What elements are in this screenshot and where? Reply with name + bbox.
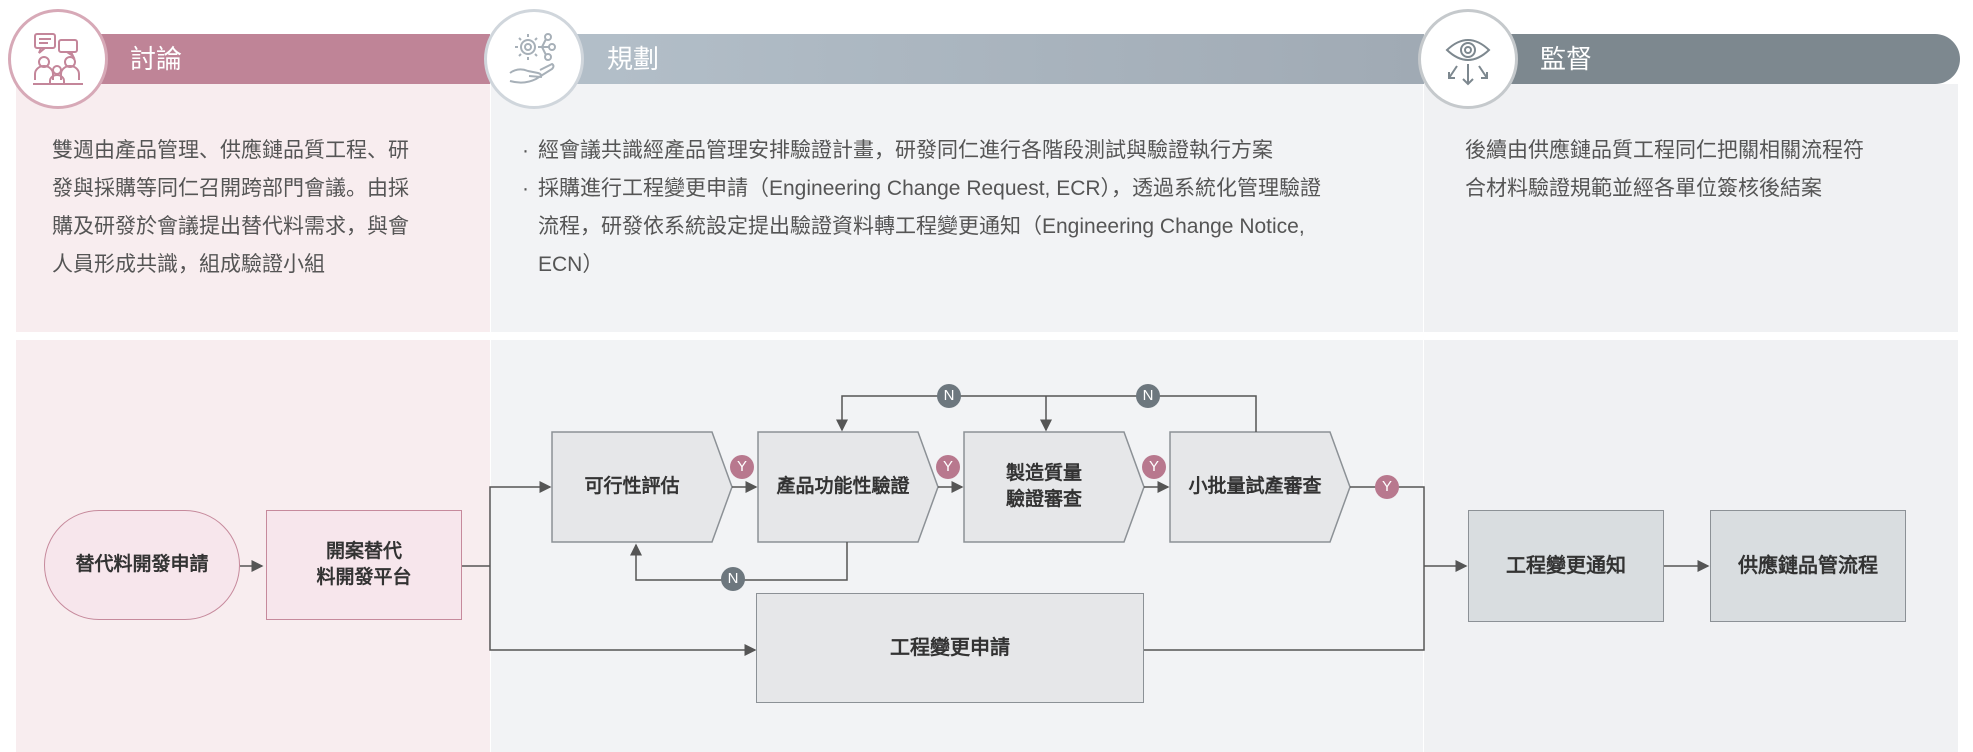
plan-header-band (520, 34, 1424, 84)
yes-badge-1: Y (730, 455, 754, 479)
plan-bullet-1: 經會議共識經產品管理安排驗證計畫，研發同仁進行各階段測試與驗證執行方案 (522, 132, 1422, 170)
ecn-node: 工程變更通知 (1468, 510, 1664, 622)
discuss-line-4: 人員形成共識，組成驗證小組 (52, 253, 325, 276)
platform-node: 開案替代 料開發平台 (266, 510, 462, 620)
quality-review-label: 製造質量 驗證審查 (1005, 463, 1082, 510)
no-badge-2: N (1136, 384, 1160, 408)
plan-title: 規劃 (607, 44, 660, 74)
plan-bullet-2: 採購進行工程變更申請（Engineering Change Request, E… (522, 170, 1422, 284)
discuss-line-2: 發與採購等同仁召開跨部門會議。由採 (52, 177, 409, 200)
yes-badge-3: Y (1142, 455, 1166, 479)
yes-badge-2: Y (936, 455, 960, 479)
discuss-panel (16, 84, 490, 332)
monitor-header-band (1450, 34, 1960, 84)
start-node: 替代料開發申請 (44, 510, 240, 620)
supply-chain-node: 供應鏈品管流程 (1710, 510, 1906, 622)
monitor-description: 後續由供應鏈品質工程同仁把關相關流程符 合材料驗證規範並經各單位簽核後結案 (1465, 132, 1945, 208)
feasibility-shape (551, 431, 733, 543)
quality-review-shape (963, 431, 1145, 543)
discuss-header-band (40, 34, 490, 84)
monitor-title: 監督 (1540, 44, 1593, 74)
gear-hand-icon (484, 9, 584, 109)
monitor-panel (1424, 84, 1958, 332)
meeting-icon (8, 9, 108, 109)
no-badge-3: N (721, 567, 745, 591)
yes-badge-4: Y (1375, 475, 1399, 499)
discuss-line-3: 購及研發於會議提出替代料需求，與會 (52, 215, 409, 238)
eye-icon (1418, 9, 1518, 109)
monitor-line-1: 後續由供應鏈品質工程同仁把關相關流程符 (1465, 139, 1864, 162)
pilot-review-shape (1169, 431, 1351, 543)
discuss-title: 討論 (130, 44, 183, 74)
no-badge-1: N (937, 384, 961, 408)
function-test-shape (757, 431, 939, 543)
plan-description: 經會議共識經產品管理安排驗證計畫，研發同仁進行各階段測試與驗證執行方案 採購進行… (522, 132, 1422, 284)
ecr-node: 工程變更申請 (756, 593, 1144, 703)
pilot-review-label: 小批量試產審查 (1188, 476, 1322, 497)
monitor-line-2: 合材料驗證規範並經各單位簽核後結案 (1465, 177, 1822, 200)
discuss-description: 雙週由產品管理、供應鏈品質工程、研 發與採購等同仁召開跨部門會議。由採 購及研發… (52, 132, 472, 284)
discuss-line-1: 雙週由產品管理、供應鏈品質工程、研 (52, 139, 409, 162)
function-test-label: 產品功能性驗證 (776, 476, 910, 497)
feasibility-label: 可行性評估 (584, 476, 680, 497)
